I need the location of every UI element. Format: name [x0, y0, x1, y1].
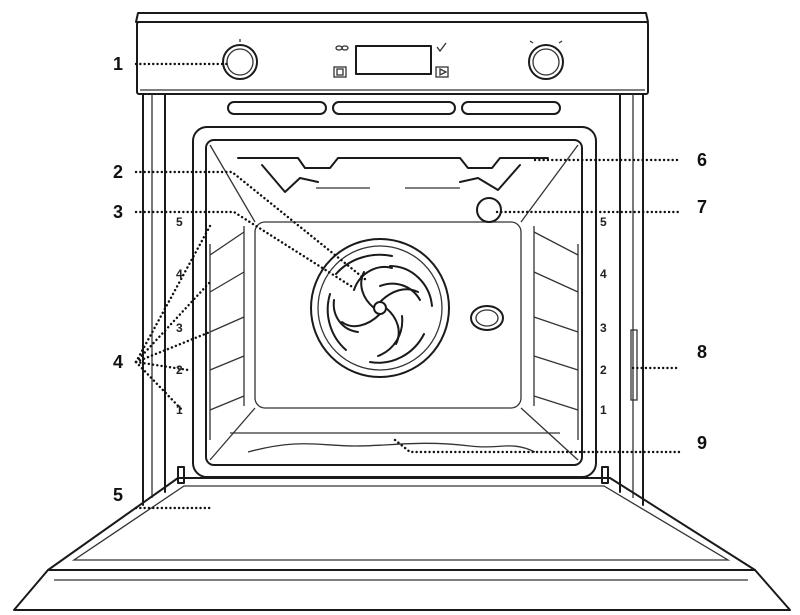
rack-level-left-1: 1 — [176, 403, 183, 417]
callout-2: 2 — [113, 162, 123, 182]
callout-4: 4 — [113, 352, 123, 372]
callout-1: 1 — [113, 54, 123, 74]
rack-level-left-2: 2 — [176, 363, 183, 377]
display-screen — [355, 45, 432, 75]
rack-level-left-4: 4 — [176, 267, 183, 281]
rack-level-left-5: 5 — [176, 215, 183, 229]
callout-3: 3 — [113, 202, 123, 222]
rack-level-right-2: 2 — [600, 363, 607, 377]
rack-level-right-1: 1 — [600, 403, 607, 417]
oven-frame — [142, 93, 644, 506]
right-shelf-guides — [533, 226, 579, 440]
start-button[interactable] — [435, 66, 449, 78]
check-icon — [436, 42, 447, 53]
callout-7: 7 — [697, 197, 707, 217]
left-shelf-guides — [209, 226, 245, 440]
infinity-icon — [335, 45, 349, 51]
callout-5: 5 — [113, 485, 123, 505]
control-panel — [135, 12, 649, 95]
rack-level-left-3: 3 — [176, 321, 183, 335]
oven-door — [13, 466, 791, 611]
oven-lamp — [476, 197, 502, 223]
right-control-knob[interactable] — [528, 40, 564, 80]
leader-lines — [134, 62, 682, 510]
oven-cavity — [192, 126, 597, 478]
callout-6: 6 — [697, 150, 707, 170]
rack-level-right-3: 3 — [600, 321, 607, 335]
top-heating-element — [237, 157, 549, 193]
callout-8: 8 — [697, 342, 707, 362]
rack-level-right-4: 4 — [600, 267, 607, 281]
clock-button[interactable] — [333, 66, 347, 78]
rack-level-right-5: 5 — [600, 215, 607, 229]
vent-slots — [227, 101, 561, 115]
callout-9: 9 — [697, 433, 707, 453]
left-control-knob[interactable] — [222, 39, 258, 80]
side-fixture — [470, 305, 504, 331]
convection-fan — [310, 238, 450, 378]
